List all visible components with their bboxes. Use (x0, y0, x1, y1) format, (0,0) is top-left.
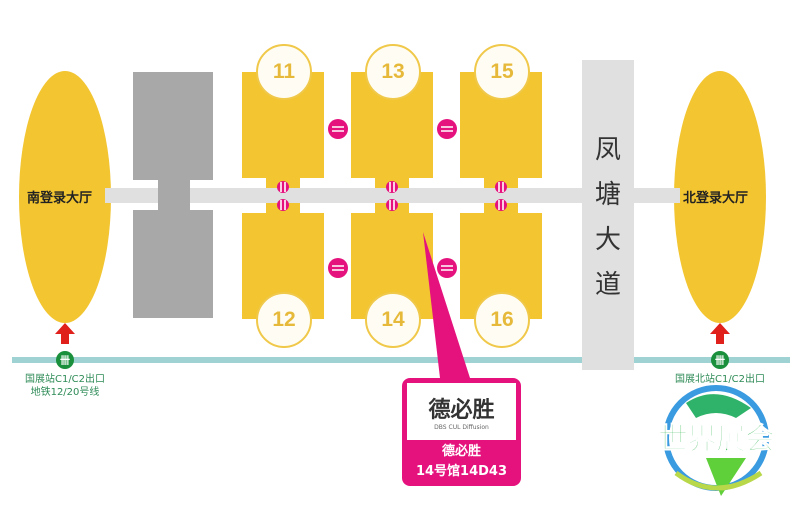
arrow-up-icon (55, 323, 75, 344)
transfer-icon (328, 119, 348, 139)
brand-name: 德必胜 (428, 397, 495, 423)
road-char: 道 (594, 270, 621, 300)
passage-icon (495, 181, 507, 193)
hall-14[interactable]: 14 (365, 292, 421, 348)
metro-icon: 卌 (56, 351, 74, 369)
transfer-icon (437, 119, 457, 139)
grey-building (133, 72, 213, 318)
road-char: 凤 (594, 135, 621, 165)
metro-icon: 卌 (711, 351, 729, 369)
hall-11[interactable]: 11 (256, 44, 312, 100)
brand-logo: 德必胜 DBS CUL Diffusion (407, 383, 516, 440)
passage-icon (495, 199, 507, 211)
station-north: 国展北站C1/C2出口 (665, 373, 775, 386)
globe-icon (663, 385, 769, 496)
hall-13[interactable]: 13 (365, 44, 421, 100)
station-line: 地铁12/20号线 (30, 387, 100, 398)
world-expo-logo: 世界展会 (636, 378, 796, 503)
road-char: 塘 (594, 180, 621, 210)
north-hall-label: 北登录大厅 (683, 191, 749, 206)
connector-icons (277, 119, 507, 278)
south-hall-shape (19, 71, 111, 323)
logo-text: 世界展会 (658, 422, 776, 458)
booth-location: 14号馆14D43 (415, 464, 508, 479)
north-hall-shape (674, 71, 766, 323)
metro-line (12, 357, 790, 363)
road-char: 大 (594, 225, 621, 255)
hall-12[interactable]: 12 (256, 292, 312, 348)
svg-text:卌: 卌 (715, 355, 725, 367)
transfer-icon (328, 258, 348, 278)
transfer-icon (437, 258, 457, 278)
south-hall-label: 南登录大厅 (27, 191, 93, 206)
station-exit: 国展北站C1/C2出口 (674, 374, 766, 385)
callout-pointer (423, 232, 470, 378)
passage-icon (277, 199, 289, 211)
booth-callout[interactable]: 德必胜 DBS CUL Diffusion 德必胜 14号馆14D43 (402, 378, 521, 486)
brand-subtitle: DBS CUL Diffusion (434, 424, 489, 431)
passage-icon (277, 181, 289, 193)
hall-15[interactable]: 15 (474, 44, 530, 100)
passage-icon (386, 181, 398, 193)
booth-name: 德必胜 (441, 444, 481, 459)
station-exit: 国展站C1/C2出口 (24, 374, 106, 385)
station-south: 国展站C1/C2出口 地铁12/20号线 (10, 373, 120, 399)
arrow-up-icon (710, 323, 730, 344)
passage-icon (386, 199, 398, 211)
hall-16[interactable]: 16 (474, 292, 530, 348)
svg-text:卌: 卌 (60, 355, 70, 367)
fengtang-road: 凤 塘 大 道 (582, 60, 634, 370)
